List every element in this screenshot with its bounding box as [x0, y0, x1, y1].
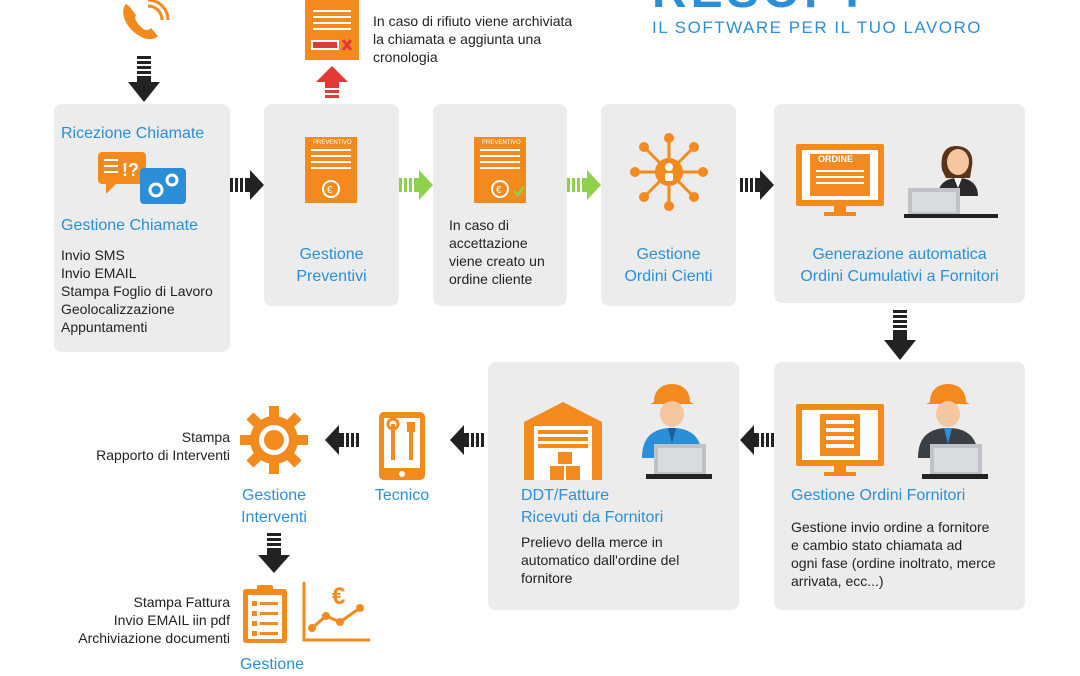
step-gestione-ordini-fornitori: Gestione Ordini Fornitori Gestione invio…: [774, 362, 1025, 610]
worker-laptop-icon: [642, 384, 712, 479]
arrow-down-icon: [128, 56, 160, 102]
ricezione-details: Invio SMS Invio EMAIL Stampa Foglio di L…: [61, 247, 213, 335]
ddt-text: Prelievo della merce in automatico dall'…: [521, 534, 680, 586]
step-ddt-fatture: DDT/Fatture Ricevuti da Fornitori Prelie…: [488, 362, 739, 610]
gestione-chiamate-title: Gestione Chiamate: [61, 217, 198, 234]
generazione-title: Generazione automatica Ordini Cumulativi…: [800, 246, 999, 285]
step-generazione-ordini: ORDINE Generazione automatica Ordini Cum…: [774, 104, 1025, 303]
accettazione-doc-label: PREVENTIVO: [482, 140, 521, 146]
gear-icon: [240, 406, 308, 474]
phone-icon: [123, 0, 170, 40]
step-gestione-preventivi: € PREVENTIVO Gestione Preventivi: [264, 104, 399, 306]
fatturazione-note: Stampa Fattura Invio EMAIL iin pdf Archi…: [78, 594, 230, 646]
arrow-up-red-icon: [316, 66, 348, 98]
tecnico-title: Tecnico: [374, 487, 430, 504]
arrow-down-icon: [258, 533, 290, 573]
logo-wordmark: RESOFT: [652, 0, 871, 19]
ordini-fornitori-title: Gestione Ordini Fornitori: [791, 487, 966, 504]
worker-laptop-icon: [918, 384, 988, 479]
order-monitor-label: ORDINE: [818, 154, 854, 164]
arrow-left-icon: [450, 425, 484, 455]
interventi-note: Stampa Rapporto di Interventi: [96, 429, 230, 463]
arrow-left-icon: [740, 425, 774, 455]
rejection-note: In caso di rifiuto viene archiviata la c…: [373, 13, 573, 65]
logo: RESOFT IL SOFTWARE PER IL TUO LAVORO: [648, 0, 1008, 40]
preventivi-doc-label: PREVENTIVO: [313, 140, 352, 146]
fatturazione-title: Gestione: [239, 656, 305, 673]
ordini-clienti-title: Gestione Ordini Cienti: [624, 246, 713, 285]
ordini-fornitori-text: Gestione invio ordine a fornitore e camb…: [791, 519, 996, 589]
arrow-down-icon: [884, 310, 916, 360]
arrow-right-green-icon: [567, 170, 601, 200]
svg-text:€: €: [327, 185, 333, 196]
ricezione-title: Ricezione Chiamate: [61, 125, 205, 142]
arrow-right-green-icon: [399, 170, 433, 200]
step-gestione-ordini-clienti: Gestione Ordini Cienti: [601, 104, 736, 306]
network-user-icon: [630, 133, 708, 211]
step-ricezione-chiamate: Ricezione Chiamate !? Gestione Chiamate …: [54, 104, 230, 352]
interventi-title: Gestione Interventi: [241, 487, 307, 526]
checklist-icon: [243, 585, 287, 643]
order-list-monitor-icon: [796, 404, 884, 476]
tools-tablet-icon: [379, 412, 425, 480]
operator-woman-icon: [904, 146, 998, 218]
chat-gear-icon: !?: [98, 152, 186, 204]
rejected-quote-icon: [305, 0, 359, 60]
euro-chart-icon: €: [302, 582, 370, 642]
preventivi-title: Gestione Preventivi: [296, 246, 367, 285]
step-accettazione: € PREVENTIVO In caso di accettazione vie…: [433, 104, 567, 306]
arrow-right-icon: [740, 170, 774, 200]
warehouse-icon: [524, 402, 602, 480]
svg-text:!?: !?: [122, 160, 139, 180]
arrow-left-icon: [325, 425, 359, 455]
ddt-title: DDT/Fatture Ricevuti da Fornitori: [521, 487, 664, 526]
order-monitor-icon: [796, 144, 884, 216]
svg-text:€: €: [332, 583, 345, 610]
quote-document-accepted-icon: €: [474, 137, 526, 203]
logo-tagline: IL SOFTWARE PER IL TUO LAVORO: [652, 18, 983, 37]
quote-document-icon: €: [305, 137, 357, 203]
accettazione-text: In caso di accettazione viene creato un …: [449, 217, 545, 287]
arrow-right-icon: [230, 170, 264, 200]
svg-text:€: €: [496, 185, 502, 196]
